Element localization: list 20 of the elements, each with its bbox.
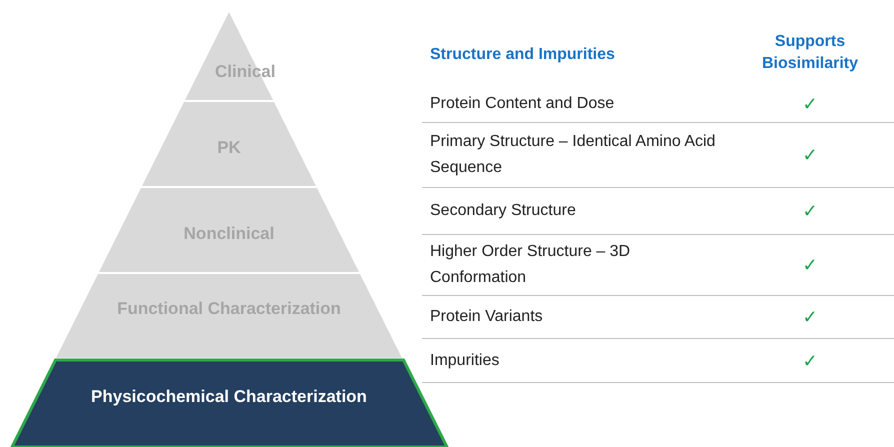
table-cell-text: Primary Structure – Identical Amino Acid Sequence (430, 132, 716, 178)
pyramid-tier (142, 102, 316, 186)
pyramid-tier (185, 12, 273, 100)
check-mark: ✓ (802, 254, 818, 276)
table-cell-text: Protein Content and Dose (430, 94, 616, 114)
table-cell-text: Secondary Structure (430, 201, 577, 221)
table-cell-text: Protein Variants (430, 307, 544, 327)
tier-label: Clinical (214, 61, 273, 83)
pyramid-tier (56, 274, 402, 358)
tier-label: Physicochemical Characterization (90, 386, 368, 408)
pyramid-tier (99, 188, 359, 272)
table-cell-text: Higher Order Structure – 3D Conformation (430, 242, 632, 288)
check-mark: ✓ (802, 200, 818, 222)
check-mark: ✓ (802, 306, 818, 328)
column-header: Structure and Impurities (430, 44, 616, 64)
column-header: Supports Biosimilarity (762, 32, 858, 74)
check-mark: ✓ (802, 350, 818, 372)
check-mark: ✓ (802, 144, 818, 166)
check-mark: ✓ (802, 92, 818, 114)
table-cell-text: Impurities (430, 350, 500, 370)
